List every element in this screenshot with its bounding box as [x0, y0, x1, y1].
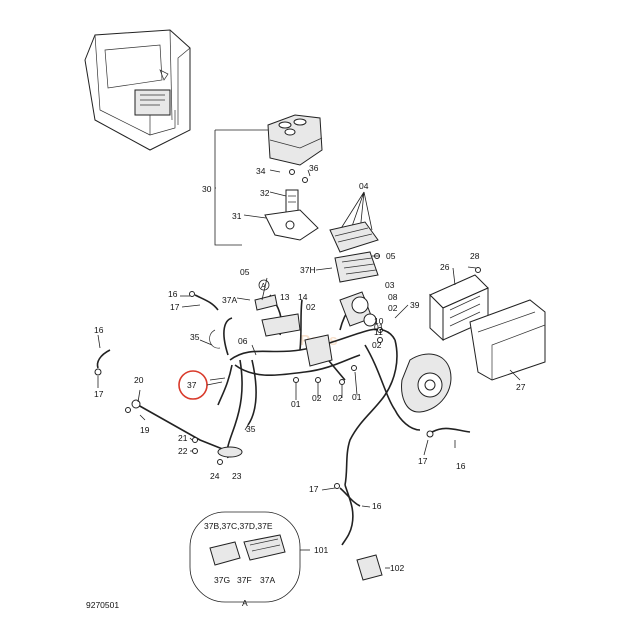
- callout-04: 04: [359, 181, 369, 191]
- callout-35-bottom: 35: [246, 424, 256, 434]
- callout-21: 21: [178, 433, 188, 443]
- callout-34: 34: [256, 166, 266, 176]
- relay-fuse-block: [329, 191, 380, 283]
- callout-labels: 30 34 36 32 31 04 05 37H 28 26 27 05 16 …: [86, 163, 526, 610]
- callout-26: 26: [440, 262, 450, 272]
- callout-37: 37: [187, 380, 197, 390]
- callout-02-b: 02: [388, 303, 398, 313]
- callout-17-left: 17: [94, 389, 104, 399]
- callout-36: 36: [309, 163, 319, 173]
- detail-ref-a-top: A: [261, 283, 266, 290]
- callout-05-top: 05: [386, 251, 396, 261]
- callout-08: 08: [388, 292, 398, 302]
- callout-11: 11: [374, 327, 383, 337]
- callout-39: 39: [410, 300, 420, 310]
- callout-16-bottom: 16: [372, 501, 382, 511]
- callout-02-d: 02: [312, 393, 322, 403]
- callout-35-top: 35: [190, 332, 200, 342]
- callout-32: 32: [260, 188, 270, 198]
- callout-27: 27: [516, 382, 526, 392]
- callout-16-right: 16: [456, 461, 466, 471]
- callout-17-mid: 17: [170, 302, 180, 312]
- callout-22: 22: [178, 446, 188, 456]
- callout-37g: 37G: [214, 575, 230, 585]
- callout-30: 30: [202, 184, 212, 194]
- callout-02-c: 02: [372, 340, 382, 350]
- diagram-id: 9270501: [86, 600, 119, 610]
- callout-101: 101: [314, 545, 328, 555]
- detail-ref-a-bottom: A: [242, 598, 248, 608]
- callout-17-bottom: 17: [309, 484, 319, 494]
- main-wiring-harness: [209, 291, 452, 546]
- detail-codes: 37B,37C,37D,37E: [204, 521, 273, 531]
- leader-lines: [97, 169, 521, 569]
- callout-24: 24: [210, 471, 220, 481]
- callout-01-right: 01: [374, 322, 384, 332]
- callout-37h: 37H: [300, 265, 316, 275]
- right-sensor-wires: [189, 291, 471, 507]
- callout-10: 10: [374, 316, 384, 326]
- controller-unit: [429, 267, 546, 381]
- callout-16-mid: 16: [168, 289, 178, 299]
- callout-03: 03: [385, 280, 395, 290]
- ground-cable: [125, 399, 243, 465]
- control-box-assembly: [214, 114, 323, 246]
- callout-20: 20: [134, 375, 144, 385]
- callout-28: 28: [470, 251, 480, 261]
- callout-102: 102: [390, 563, 404, 573]
- callout-13: 13: [280, 292, 290, 302]
- callout-05-mid: 05: [240, 267, 250, 277]
- callout-01-a: 01: [291, 399, 301, 409]
- callout-01-b: 01: [352, 392, 362, 402]
- highlighted-callout-37[interactable]: 37: [178, 370, 223, 400]
- callout-23: 23: [232, 471, 242, 481]
- detail-a-inset: [189, 511, 310, 603]
- callout-06: 06: [238, 336, 248, 346]
- callout-14: 14: [298, 292, 308, 302]
- cab-illustration: [84, 29, 191, 151]
- callout-02-e: 02: [333, 393, 343, 403]
- callout-31: 31: [232, 211, 242, 221]
- callout-37f: 37F: [237, 575, 252, 585]
- callout-17-right: 17: [418, 456, 428, 466]
- callout-37a-detail: 37A: [260, 575, 275, 585]
- detail-ref-a-marker: A: [258, 279, 270, 291]
- part-102: [356, 554, 383, 581]
- callout-37a: 37A: [222, 295, 237, 305]
- callout-02-a: 02: [306, 302, 316, 312]
- callout-19: 19: [140, 425, 150, 435]
- callout-16-left: 16: [94, 325, 104, 335]
- left-sensor-wire: [94, 349, 111, 376]
